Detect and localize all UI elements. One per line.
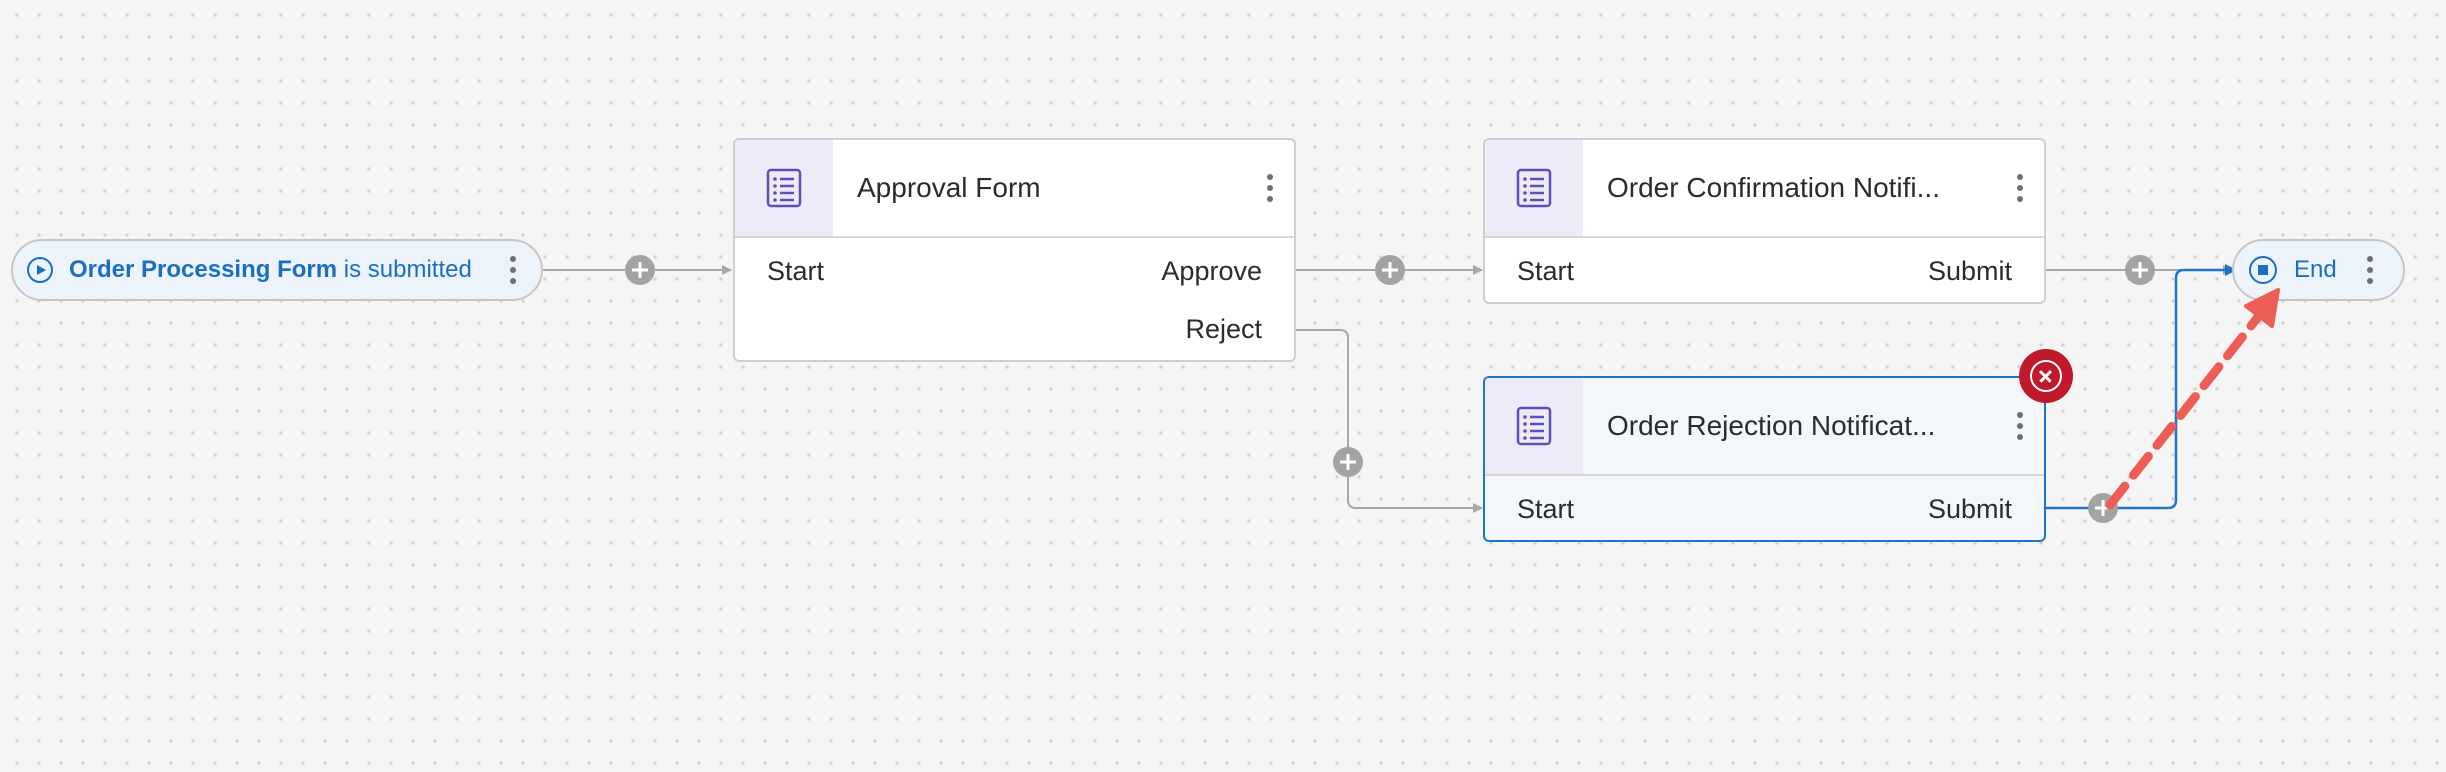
node-header: Order Confirmation Notifi... xyxy=(1485,140,2044,238)
connector-rejection-to-end[interactable] xyxy=(2045,264,2237,510)
node-menu-icon[interactable] xyxy=(2010,171,2030,205)
add-step-icon[interactable] xyxy=(2088,493,2118,523)
delete-node-icon[interactable] xyxy=(2019,349,2073,403)
connector-reject-to-rejection[interactable] xyxy=(1294,329,1483,513)
port-approve[interactable]: Approve xyxy=(1161,256,1262,286)
order-rejection-node[interactable]: Order Rejection Notificat... Start Submi… xyxy=(1483,376,2046,542)
node-title: Approval Form xyxy=(857,172,1041,203)
port-submit[interactable]: Submit xyxy=(1927,256,2012,286)
end-menu-icon[interactable] xyxy=(2360,253,2380,287)
add-step-icon[interactable] xyxy=(1375,255,1405,285)
port-start[interactable]: Start xyxy=(767,256,825,286)
trigger-event: is submitted xyxy=(343,256,472,283)
trigger-form-name: Order Processing Form xyxy=(69,256,338,283)
form-list-icon xyxy=(1485,378,1583,474)
stop-circle-icon xyxy=(2249,256,2277,284)
port-submit[interactable]: Submit xyxy=(1927,494,2012,524)
node-menu-icon[interactable] xyxy=(1260,171,1280,205)
add-step-icon[interactable] xyxy=(2125,255,2155,285)
form-list-icon xyxy=(735,140,833,236)
trigger-text: Order Processing Form is submitted xyxy=(69,256,472,284)
port-start[interactable]: Start xyxy=(1517,256,1575,286)
trigger-menu-icon[interactable] xyxy=(503,253,523,287)
node-title: Order Rejection Notificat... xyxy=(1607,410,1936,441)
end-node[interactable]: End xyxy=(2232,239,2405,301)
node-title: Order Confirmation Notifi... xyxy=(1607,172,1940,203)
play-circle-icon xyxy=(27,257,53,283)
form-list-icon xyxy=(1485,140,1583,236)
node-header: Order Rejection Notificat... xyxy=(1485,378,2044,476)
node-menu-icon[interactable] xyxy=(2010,409,2030,443)
add-step-icon[interactable] xyxy=(1333,447,1363,477)
end-label: End xyxy=(2294,256,2337,283)
port-start[interactable]: Start xyxy=(1517,494,1575,524)
trigger-node[interactable]: Order Processing Form is submitted xyxy=(11,239,543,301)
add-step-icon[interactable] xyxy=(625,255,655,285)
approval-form-node[interactable]: Approval Form Start Approve Reject xyxy=(733,138,1296,362)
order-confirmation-node[interactable]: Order Confirmation Notifi... Start Submi… xyxy=(1483,138,2046,304)
port-reject[interactable]: Reject xyxy=(1185,314,1262,344)
node-header: Approval Form xyxy=(735,140,1294,238)
